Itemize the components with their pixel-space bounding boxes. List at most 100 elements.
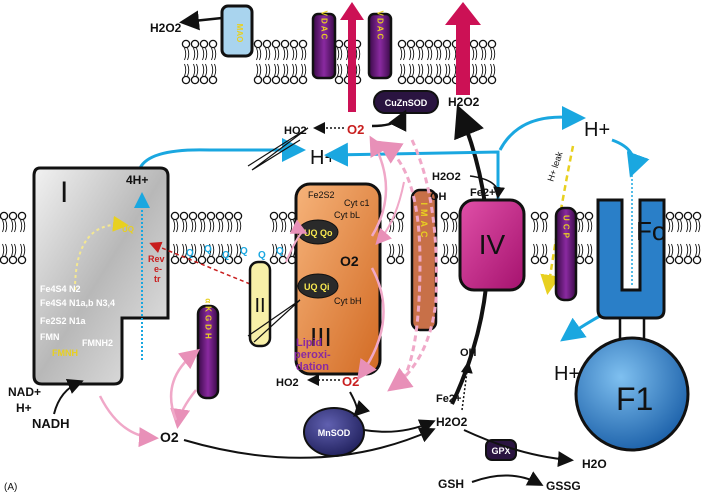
complex-I-site-0: Fe4S4 N2 xyxy=(40,284,81,294)
nadh-label: NADH xyxy=(32,416,70,431)
h2o-label: H2O xyxy=(582,457,607,471)
oh-matrix-label: OH xyxy=(460,347,477,359)
h-plus-leak-label: H+ xyxy=(584,119,610,141)
complex-I-uq-site: UQ xyxy=(122,225,134,234)
o2-to-mnsod-arrow xyxy=(349,391,371,417)
h-plus-matrix-fo: H+ xyxy=(554,363,580,385)
nadh-to-I-arrow xyxy=(53,379,84,415)
pink-akgdh-to-o2 xyxy=(170,389,197,429)
proton-return-arrow xyxy=(498,106,586,151)
complex-I-site-3: FMN xyxy=(40,332,60,342)
complex-III: Fe2S2 Cyt c1 Cyt bL UQ Qo O2 UQ Qi Cyt b… xyxy=(294,182,382,376)
svg-text:Q: Q xyxy=(222,250,230,261)
svg-text:Q: Q xyxy=(276,246,284,257)
reverse-transfer-arrow xyxy=(149,241,251,285)
proton-to-fo-arrow xyxy=(611,138,650,178)
superoxide-matrix-label: O2 xyxy=(342,374,359,389)
proton-leak-stroke xyxy=(247,127,309,171)
complex-III-cytbh: Cyt bH xyxy=(334,296,362,306)
gsh-label: GSH xyxy=(438,477,464,491)
complex-III-cytbl: Cyt bL xyxy=(334,210,360,220)
mao-h2o2-arrow xyxy=(179,10,223,31)
akgdh-label: αKGDH xyxy=(204,298,213,341)
pink-rightside xyxy=(375,181,405,245)
h2o2-ims-fe-label: H2O2 xyxy=(432,171,461,183)
inner-membrane xyxy=(0,211,702,265)
pink-o2-to-akgdh xyxy=(169,348,200,421)
fe2-ims-label: Fe2+ xyxy=(470,187,495,199)
proton-pump-arrow-I xyxy=(138,138,306,169)
h2o2-matrix-label: H2O2 xyxy=(436,415,468,429)
gpx-enzyme: GPX xyxy=(485,439,517,461)
mao-label: MAO xyxy=(235,24,244,43)
leak-dashed-arrow xyxy=(540,145,575,295)
vdac-left-label: VDAC xyxy=(320,11,329,42)
atp-synthase: Fo F1 xyxy=(574,198,690,452)
svg-text:Q: Q xyxy=(204,244,212,255)
complex-III-uqi: UQ Qi xyxy=(304,282,330,292)
complex-I-site-5: FMNH xyxy=(52,348,78,358)
complex-I-numeral: I xyxy=(60,176,68,209)
lipid-perox-2: peroxi- xyxy=(294,349,331,361)
ho2-matrix-label: HO2 xyxy=(276,377,299,389)
nad-label: NAD+ xyxy=(8,385,41,399)
complex-I-electron-path xyxy=(74,215,129,291)
cuznsod-enzyme: CuZnSOD xyxy=(373,90,439,114)
complex-III-cytc1: Cyt c1 xyxy=(344,198,370,208)
complex-I: I 4H+ xyxy=(32,166,170,386)
panel-label: (A) xyxy=(4,482,17,493)
complex-I-site-1: Fe4S4 N1a,b N3,4 xyxy=(40,298,115,308)
superoxide-ims-label: O2 xyxy=(347,122,364,137)
superoxide-exit-arrow xyxy=(340,2,364,112)
fe2-matrix-label: Fe2+ xyxy=(436,393,461,405)
lipid-perox-1: Lipid xyxy=(296,337,322,349)
h-leak-label: H+ leak xyxy=(546,150,565,183)
complex-III-superoxide: O2 xyxy=(340,253,359,269)
complex-II-numeral: II xyxy=(254,295,265,317)
gsh-to-gssg-arrow xyxy=(471,471,544,486)
complex-IV-numeral: IV xyxy=(479,229,506,260)
h-plus-ims-label: H+ xyxy=(310,147,336,169)
fenton-arrow-ims xyxy=(469,175,506,199)
complex-III-uqo: UQ Qo xyxy=(304,228,333,238)
pink-i-ii-to-complexIII xyxy=(285,219,308,263)
imac-label: IMAC xyxy=(419,203,429,242)
superoxide-bottom-arrow xyxy=(183,427,436,459)
svg-text:Q: Q xyxy=(186,248,194,259)
lipid-perox-3: dation xyxy=(296,361,329,373)
mnsod-enzyme: MnSOD xyxy=(303,407,365,457)
svg-text:Q: Q xyxy=(258,250,266,261)
pink-imac-dashed-down xyxy=(387,139,438,392)
complex-I-protons: 4H+ xyxy=(126,173,148,187)
hplus-matrix-label: H+ xyxy=(16,401,32,415)
superoxide-bottom-label: O2 xyxy=(160,429,179,445)
h2o2-to-h2o-arrow xyxy=(463,429,574,468)
pink-iii-to-matrix xyxy=(357,267,385,381)
akgdh-enzyme: αKGDH xyxy=(196,298,220,400)
mnsod-to-h2o2-arrow xyxy=(363,419,436,435)
vdac-right-label: VDAC xyxy=(376,11,385,42)
cuznsod-label: CuZnSOD xyxy=(385,98,428,108)
complex-III-fes: Fe2S2 xyxy=(308,190,335,200)
complex-I-site-2: Fe2S2 N1a xyxy=(40,316,87,326)
h2o2-ims-label: H2O2 xyxy=(448,95,480,109)
fo-label: Fo xyxy=(636,216,666,246)
qi-site xyxy=(297,273,339,299)
h2o2-top-label: H2O2 xyxy=(150,21,182,35)
ubiquinone-pool: Q Q Q Q Q Q xyxy=(186,244,284,261)
ucp-label: UCP xyxy=(562,215,571,241)
o2-to-sod-arrow xyxy=(371,109,407,132)
svg-text:Q: Q xyxy=(240,246,248,257)
h2o2-exit-arrow xyxy=(445,2,481,95)
vdac-right xyxy=(367,12,393,80)
mnsod-label: MnSOD xyxy=(318,428,351,438)
complex-IV: IV xyxy=(458,198,526,292)
complex-I-site-4: FMNH2 xyxy=(82,338,113,348)
complex-II: II xyxy=(248,260,272,348)
mao-protein: MAO xyxy=(220,4,254,58)
f1-label: F1 xyxy=(616,381,653,417)
ucp-protein: UCP xyxy=(554,206,578,302)
